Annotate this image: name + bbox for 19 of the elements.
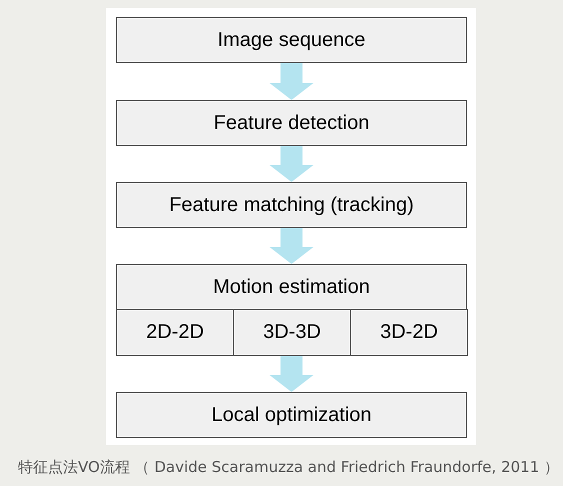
- process-box: [350, 309, 468, 356]
- block-arrow: [270, 228, 314, 264]
- box-label: Feature matching (tracking): [169, 192, 414, 218]
- block-arrow: [270, 356, 314, 392]
- process-box: [116, 392, 467, 438]
- box-label: Local optimization: [211, 402, 372, 428]
- process-box: [116, 100, 467, 146]
- box-label: 3D-3D: [263, 320, 321, 345]
- process-box: [116, 17, 467, 63]
- box-label: 2D-2D: [146, 320, 204, 345]
- box-label: Feature detection: [214, 110, 370, 136]
- process-box: [116, 182, 467, 228]
- box-label: 3D-2D: [380, 320, 438, 345]
- caption: 特征点法VO流程 （ Davide Scaramuzza and Friedrich Fraundorfe, 2011 ）: [18, 457, 560, 478]
- block-arrow: [270, 63, 314, 100]
- box-heading: Motion estimation: [213, 274, 370, 300]
- block-arrow: [270, 146, 314, 182]
- box-label: Image sequence: [218, 28, 366, 52]
- group-box: [116, 264, 467, 356]
